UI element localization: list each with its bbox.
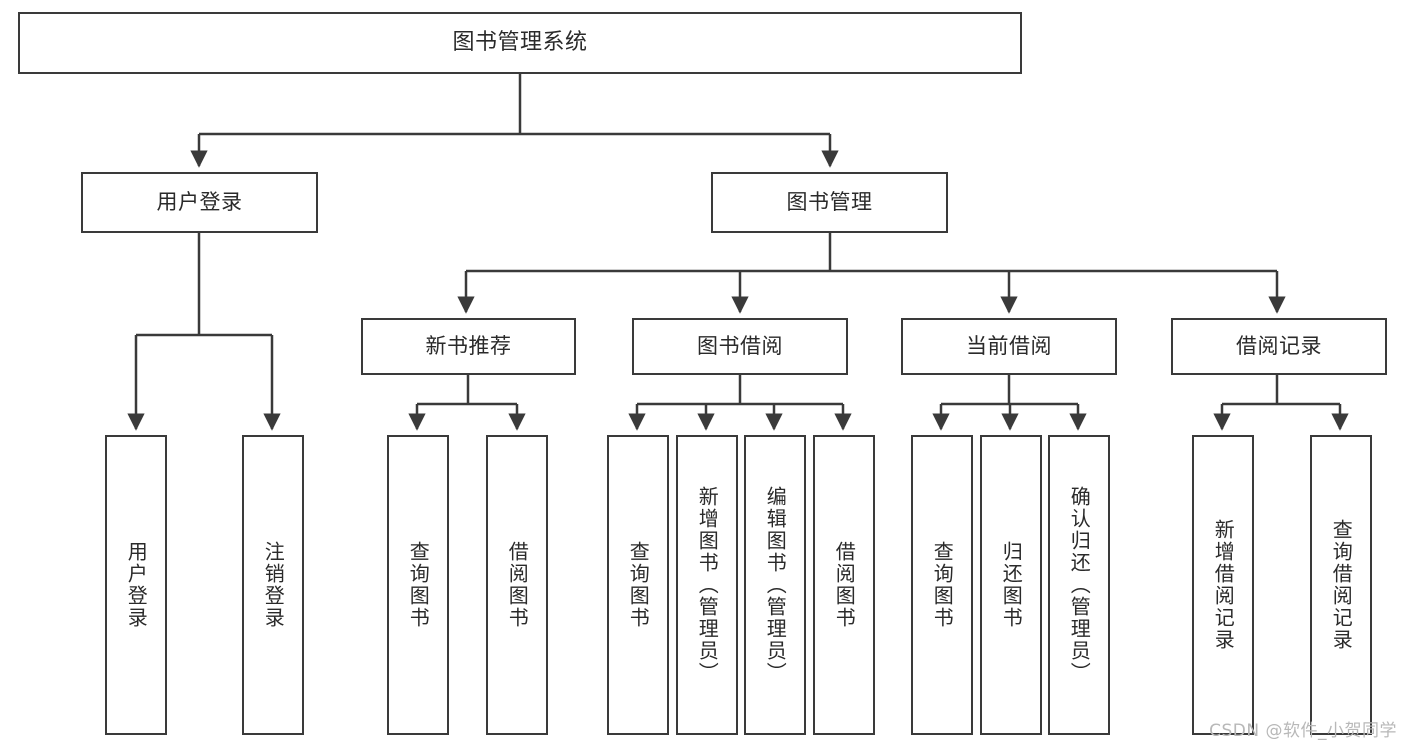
node-label: 编辑图书（管理员） bbox=[763, 486, 788, 684]
node-user-login[interactable]: 用户登录 bbox=[81, 172, 318, 233]
leaf-query-book-borrow[interactable]: 查询图书 bbox=[607, 435, 669, 735]
leaf-query-book-new-recommend[interactable]: 查询图书 bbox=[387, 435, 449, 735]
node-label: 当前借阅 bbox=[966, 333, 1052, 358]
node-book-borrow[interactable]: 图书借阅 bbox=[632, 318, 848, 375]
node-book-management[interactable]: 图书管理 bbox=[711, 172, 948, 233]
node-label: 图书管理 bbox=[786, 189, 873, 214]
leaf-add-book[interactable]: 新增图书（管理员） bbox=[676, 435, 738, 735]
node-label: 借阅图书 bbox=[832, 541, 857, 629]
leaf-query-borrow-record[interactable]: 查询借阅记录 bbox=[1310, 435, 1372, 735]
node-label: 借阅图书 bbox=[505, 541, 530, 629]
node-current-borrow[interactable]: 当前借阅 bbox=[901, 318, 1117, 375]
node-label: 新增图书（管理员） bbox=[695, 486, 720, 684]
leaf-edit-book[interactable]: 编辑图书（管理员） bbox=[744, 435, 806, 735]
node-label: 确认归还（管理员） bbox=[1067, 486, 1092, 684]
leaf-add-borrow-record[interactable]: 新增借阅记录 bbox=[1192, 435, 1254, 735]
node-label: 借阅记录 bbox=[1236, 333, 1322, 358]
node-label: 图书借阅 bbox=[697, 333, 783, 358]
node-label: 图书管理系统 bbox=[452, 29, 588, 55]
leaf-return-book[interactable]: 归还图书 bbox=[980, 435, 1042, 735]
leaf-query-book-current[interactable]: 查询图书 bbox=[911, 435, 973, 735]
leaf-user-login[interactable]: 用户登录 bbox=[105, 435, 167, 735]
node-label: 注销登录 bbox=[261, 541, 286, 629]
node-label: 查询图书 bbox=[626, 541, 651, 629]
node-label: 用户登录 bbox=[124, 541, 149, 629]
leaf-logout-login[interactable]: 注销登录 bbox=[242, 435, 304, 735]
node-label: 查询借阅记录 bbox=[1329, 519, 1354, 651]
node-borrow-record[interactable]: 借阅记录 bbox=[1171, 318, 1387, 375]
leaf-borrow-book-borrow[interactable]: 借阅图书 bbox=[813, 435, 875, 735]
node-root-book-management-system[interactable]: 图书管理系统 bbox=[18, 12, 1022, 74]
node-label: 归还图书 bbox=[999, 541, 1024, 629]
leaf-borrow-book-new-recommend[interactable]: 借阅图书 bbox=[486, 435, 548, 735]
node-label: 用户登录 bbox=[156, 189, 243, 214]
node-label: 查询图书 bbox=[406, 541, 431, 629]
node-label: 新书推荐 bbox=[425, 333, 512, 358]
node-new-book-recommend[interactable]: 新书推荐 bbox=[361, 318, 576, 375]
leaf-confirm-return[interactable]: 确认归还（管理员） bbox=[1048, 435, 1110, 735]
node-label: 新增借阅记录 bbox=[1211, 519, 1236, 651]
node-label: 查询图书 bbox=[930, 541, 955, 629]
